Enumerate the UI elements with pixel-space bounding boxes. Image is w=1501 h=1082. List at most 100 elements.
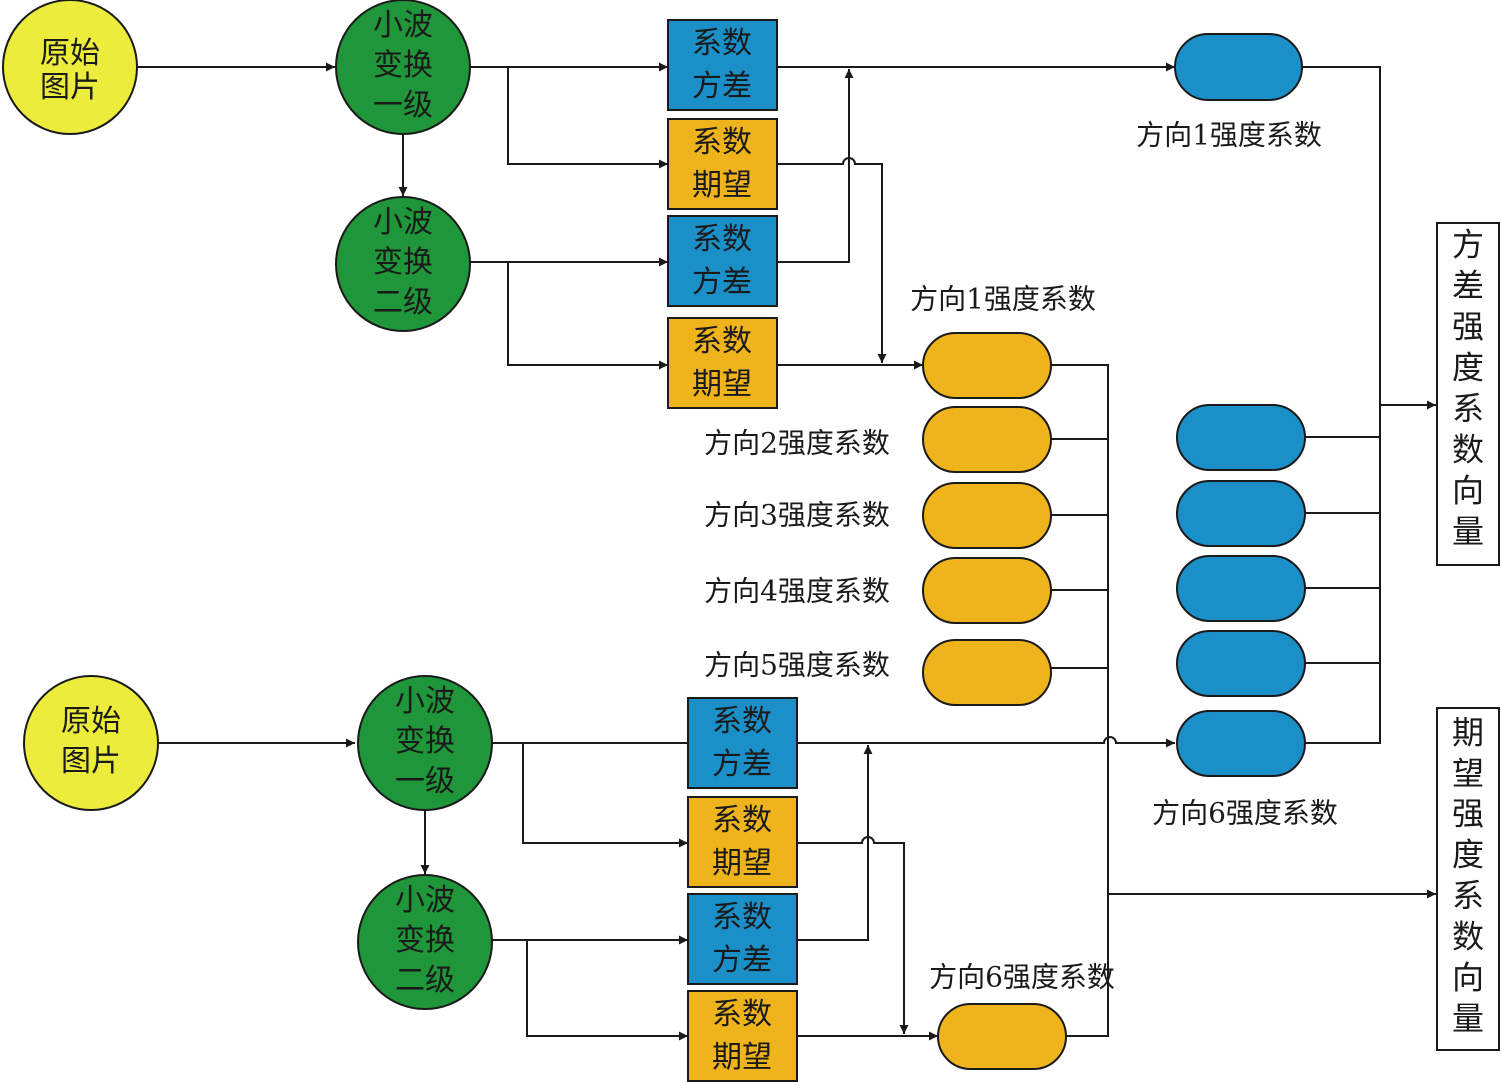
top-mean-1-box: 系数 期望	[667, 118, 778, 210]
node-label: 原始	[61, 704, 121, 739]
box-label: 期望	[692, 367, 752, 402]
node-label: 图片	[40, 70, 100, 105]
arrow-bottom-mean1-down	[797, 836, 909, 1034]
top-pipeline-wires	[137, 62, 1175, 370]
mean-vector-box: 期 望 强 度 系 数 向 量	[1436, 707, 1500, 1051]
bottom-wavelet-level-2-node: 小波 变换 二级	[357, 874, 493, 1010]
box-label: 期望	[692, 168, 752, 203]
vector-char: 强	[1452, 795, 1484, 833]
direction-labels: 方向1强度系数 方向1强度系数 方向2强度系数 方向3强度系数 方向4强度系数 …	[704, 119, 1338, 994]
arrow-variance2-up	[777, 69, 854, 263]
vector-char: 度	[1452, 349, 1484, 387]
variance-vector-box: 方 差 强 度 系 数 向 量	[1436, 222, 1500, 566]
bottom-pipeline-wires	[158, 736, 1175, 1041]
vector-char: 量	[1452, 513, 1484, 551]
box-label: 方差	[712, 747, 772, 782]
vector-char: 数	[1452, 918, 1484, 956]
label-mean-dir-4: 方向4强度系数	[704, 575, 890, 608]
box-label: 期望	[712, 846, 772, 881]
mean-pill-dir-4	[922, 557, 1052, 624]
box-label: 期望	[712, 1040, 772, 1075]
variance-pill-dir-6	[1176, 710, 1306, 777]
bottom-wavelet-level-1-node: 小波 变换 一级	[357, 675, 493, 811]
top-wavelet-level-2-node: 小波 变换 二级	[335, 196, 471, 332]
node-label: 一级	[373, 88, 433, 123]
top-variance-1-box: 系数 方差	[667, 19, 778, 111]
node-label: 一级	[395, 764, 455, 799]
vector-char: 系	[1452, 390, 1484, 428]
arrow-mean1-down	[777, 157, 887, 363]
bottom-variance-1-box: 系数 方差	[687, 697, 798, 789]
bottom-variance-2-box: 系数 方差	[687, 893, 798, 985]
arrow-bottom-variance2-up	[797, 745, 873, 941]
arrow-w1-to-mean	[507, 67, 668, 169]
vector-char: 向	[1452, 472, 1484, 510]
node-label: 小波	[395, 684, 455, 719]
label-mean-dir-5: 方向5强度系数	[704, 649, 890, 682]
box-label: 系数	[692, 222, 752, 257]
node-label: 变换	[373, 245, 433, 280]
mean-pill-dir-6	[937, 1003, 1067, 1070]
label-variance-dir-1: 方向1强度系数	[1136, 119, 1322, 152]
node-label: 图片	[61, 744, 121, 779]
mean-bus	[1051, 364, 1109, 1037]
mean-pill-dir-5	[922, 639, 1052, 706]
top-variance-2-box: 系数 方差	[667, 215, 778, 307]
top-mean-2-box: 系数 期望	[667, 317, 778, 409]
bottom-mean-1-box: 系数 期望	[687, 796, 798, 888]
top-wavelet-level-1-node: 小波 变换 一级	[335, 0, 471, 135]
vector-char: 度	[1452, 836, 1484, 874]
variance-pill-dir-3	[1176, 480, 1306, 547]
variance-bus	[1302, 66, 1381, 744]
node-label: 小波	[373, 205, 433, 240]
aggregation-buses	[1051, 66, 1436, 1037]
label-mean-dir-6: 方向6强度系数	[929, 961, 1115, 994]
variance-pill-dir-2	[1176, 404, 1306, 471]
vector-char: 望	[1452, 755, 1484, 793]
vector-char: 量	[1452, 1000, 1484, 1038]
box-label: 系数	[712, 803, 772, 838]
vector-char: 期	[1452, 714, 1484, 752]
node-label: 二级	[373, 285, 433, 320]
node-label: 小波	[395, 883, 455, 918]
mean-pill-dir-3	[922, 482, 1052, 549]
top-source-node: 原始 图片	[2, 0, 138, 135]
box-label: 方差	[692, 265, 752, 300]
vector-char: 数	[1452, 431, 1484, 469]
node-label: 二级	[395, 963, 455, 998]
variance-pill-dir-4	[1176, 555, 1306, 622]
vector-char: 方	[1452, 226, 1484, 264]
vector-char: 向	[1452, 959, 1484, 997]
mean-pill-dir-1	[922, 332, 1052, 399]
arrow-w2-to-mean	[507, 262, 668, 370]
box-label: 系数	[692, 125, 752, 160]
arrow-bottom-w1-to-mean	[522, 743, 688, 848]
arrow-bottom-variance-to-blue-6	[492, 736, 1175, 748]
node-label: 变换	[373, 48, 433, 83]
bottom-mean-2-box: 系数 期望	[687, 990, 798, 1082]
node-label: 变换	[395, 923, 455, 958]
label-mean-dir-2: 方向2强度系数	[704, 427, 890, 460]
label-mean-dir-1: 方向1强度系数	[910, 283, 1096, 316]
vector-char: 系	[1452, 877, 1484, 915]
variance-pill-dir-1	[1174, 33, 1303, 101]
box-label: 方差	[712, 943, 772, 978]
bottom-source-node: 原始 图片	[23, 675, 159, 811]
box-label: 方差	[692, 69, 752, 104]
node-label: 小波	[373, 8, 433, 43]
node-label: 变换	[395, 724, 455, 759]
label-mean-dir-3: 方向3强度系数	[704, 499, 890, 532]
box-label: 系数	[712, 997, 772, 1032]
mean-direction-pills	[922, 332, 1067, 1070]
variance-direction-pills	[1174, 33, 1306, 777]
box-label: 系数	[692, 26, 752, 61]
vector-char: 差	[1452, 267, 1484, 305]
box-label: 系数	[692, 324, 752, 359]
box-label: 系数	[712, 704, 772, 739]
mean-pill-dir-2	[922, 406, 1052, 473]
label-variance-dir-6: 方向6强度系数	[1152, 797, 1338, 830]
vector-char: 强	[1452, 308, 1484, 346]
node-label: 原始	[40, 36, 100, 71]
arrow-bottom-w2-to-mean	[526, 940, 688, 1041]
